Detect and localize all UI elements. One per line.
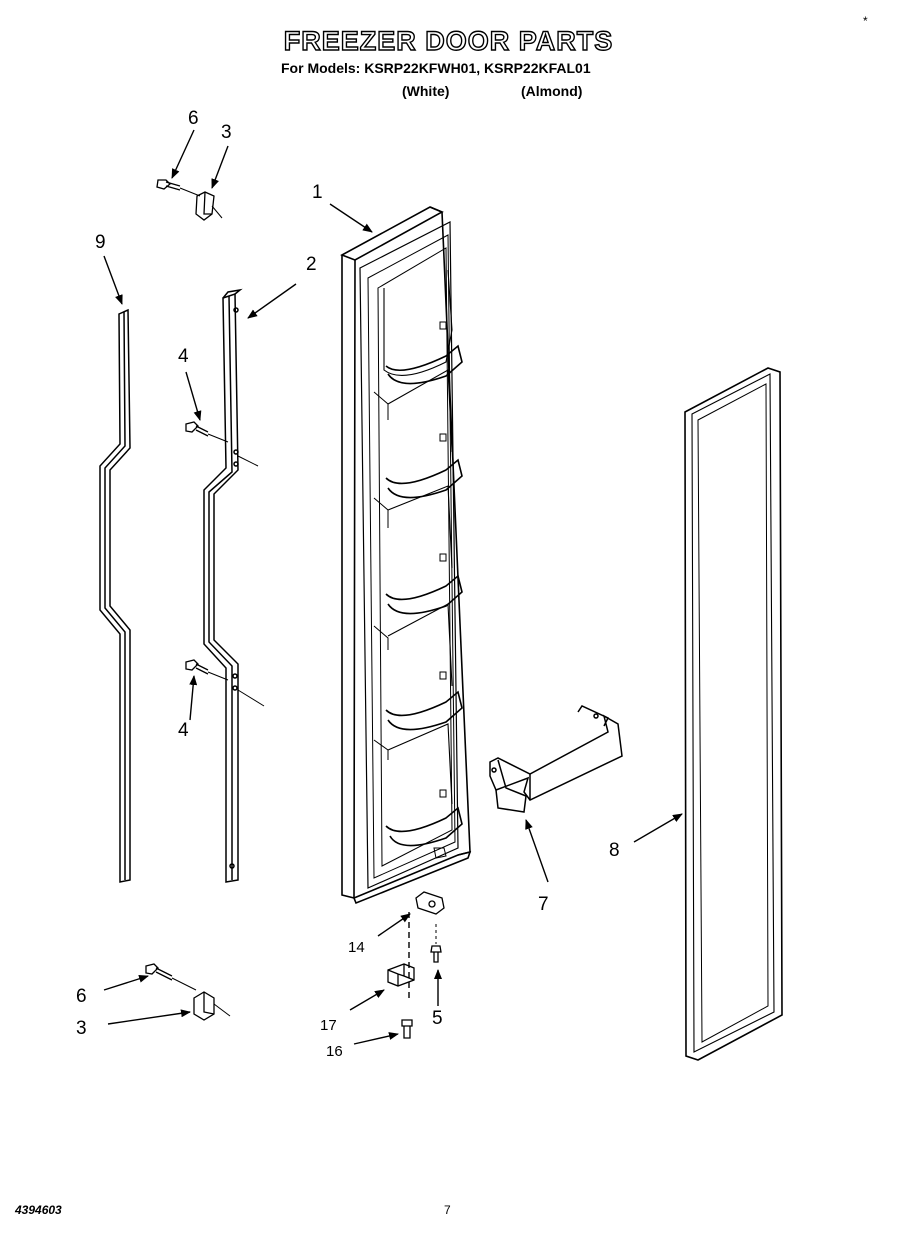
callout-7: 7 xyxy=(538,894,549,915)
screw-lower-part xyxy=(185,659,229,681)
callout-14: 14 xyxy=(348,939,365,956)
corner-mark: * xyxy=(863,14,868,28)
callout-3-bottom: 3 xyxy=(76,1018,87,1039)
screw-upper-part xyxy=(185,421,229,443)
callout-4-upper: 4 xyxy=(178,346,189,367)
door-gasket-part xyxy=(684,367,783,1061)
screw-top-part xyxy=(156,179,201,197)
door-stop-bar-part xyxy=(203,288,265,883)
callout-6-bottom: 6 xyxy=(76,986,87,1007)
callout-6-top: 6 xyxy=(188,108,199,129)
callout-17: 17 xyxy=(320,1017,337,1034)
hinge-bracket-top-part xyxy=(195,191,223,221)
callout-5: 5 xyxy=(432,1008,443,1029)
callout-8: 8 xyxy=(609,840,620,861)
door-liner-part xyxy=(340,206,472,905)
callout-3-top: 3 xyxy=(221,122,232,143)
hinge-pin-bracket-part xyxy=(408,891,445,1000)
models-line: For Models: KSRP22KFWH01, KSRP22KFAL01 xyxy=(281,60,591,76)
callout-16: 16 xyxy=(326,1043,343,1060)
hinge-bracket-bottom-part xyxy=(193,991,231,1021)
screw-16-part xyxy=(401,1019,413,1039)
hinge-block-part xyxy=(387,963,415,987)
document-number: 4394603 xyxy=(15,1203,62,1217)
callout-2: 2 xyxy=(306,254,317,275)
gasket-strip-part xyxy=(99,308,131,883)
callout-leaders xyxy=(103,129,683,1045)
screw-5-part xyxy=(430,924,442,963)
callout-1: 1 xyxy=(312,182,323,203)
callout-4-lower: 4 xyxy=(178,720,189,741)
variant-white: (White) xyxy=(402,83,450,99)
page-number: 7 xyxy=(444,1203,451,1217)
screw-bottom-part xyxy=(145,963,197,991)
variant-almond: (Almond) xyxy=(521,83,583,99)
page-title: FREEZER DOOR PARTS xyxy=(283,25,614,56)
callout-9: 9 xyxy=(95,232,106,253)
door-handle-part xyxy=(489,705,623,813)
